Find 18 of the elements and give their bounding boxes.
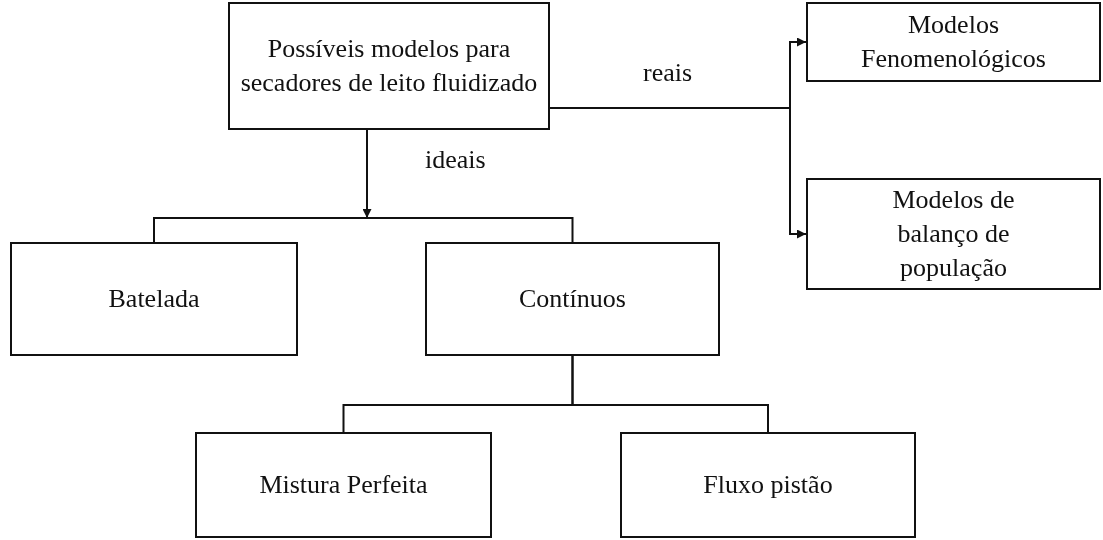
box-text: Mistura Perfeita [259,469,428,502]
connector [153,217,368,243]
connector [571,355,769,433]
box-text: Possíveis modelos para secadores de leito fluidizado [239,33,539,99]
box-text: Batelada [108,283,200,316]
process-box [10,242,298,356]
connector [366,217,574,243]
box-text: Modelos Fenomenológicos [860,9,1047,75]
process-box [425,242,720,356]
process-box [195,432,492,538]
connector [362,129,372,219]
process-box [806,178,1101,290]
box-text: Modelos de balanço de população [891,184,1016,284]
process-box [228,2,550,130]
process-box [806,2,1101,82]
process-box [620,432,916,538]
box-text: Contínuos [519,283,626,316]
box-text: Fluxo pistão [703,469,833,502]
